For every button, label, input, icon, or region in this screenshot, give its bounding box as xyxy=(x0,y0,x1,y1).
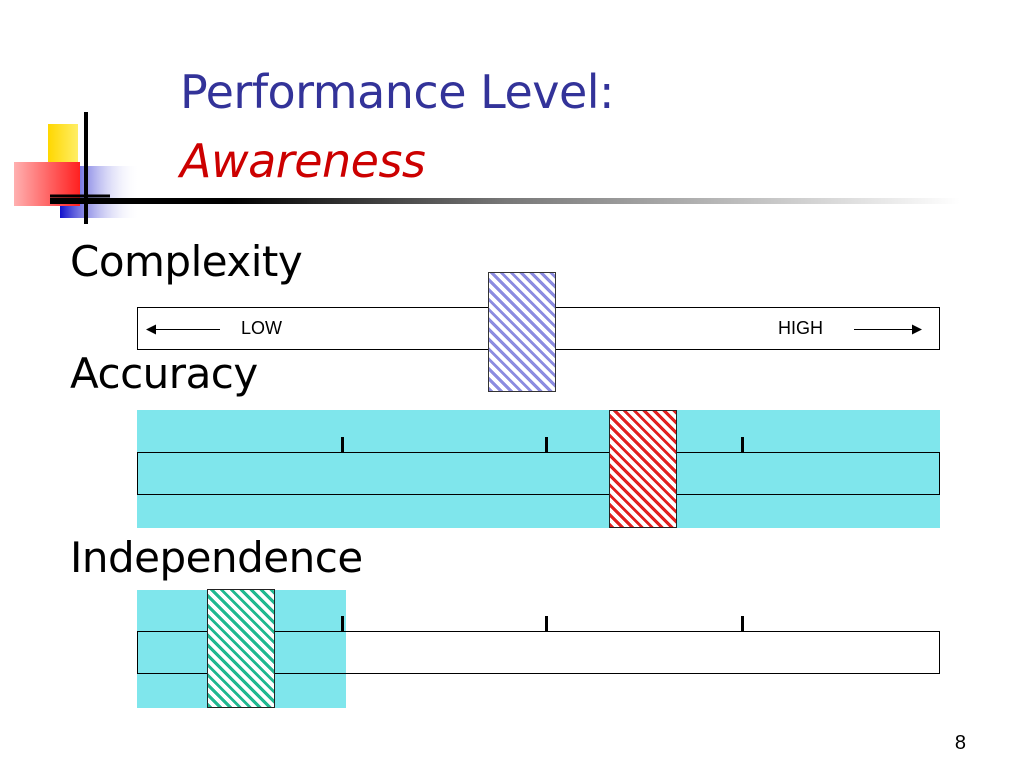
independence-scale-bar xyxy=(137,631,940,674)
independence-tick xyxy=(341,616,344,632)
independence-tick xyxy=(545,616,548,632)
accuracy-level-band xyxy=(137,410,940,528)
accuracy-tick xyxy=(741,437,744,453)
right-arrow-icon xyxy=(854,324,922,335)
complexity-level-marker xyxy=(488,272,557,392)
complexity-label: Complexity xyxy=(70,237,303,286)
accuracy-tick xyxy=(545,437,548,453)
low-label: LOW xyxy=(241,318,283,338)
title-divider xyxy=(50,198,960,204)
accuracy-level-marker xyxy=(608,410,677,528)
page-subtitle: Awareness xyxy=(180,134,426,188)
page-title: Performance Level: xyxy=(180,65,615,119)
logo-squares-icon xyxy=(14,112,140,224)
left-arrow-icon xyxy=(146,324,220,335)
accuracy-label: Accuracy xyxy=(70,349,258,398)
independence-level-marker xyxy=(207,589,276,708)
independence-tick xyxy=(741,616,744,632)
accuracy-scale-bar xyxy=(137,452,940,495)
page-number: 8 xyxy=(954,732,966,754)
independence-label: Independence xyxy=(70,533,363,582)
accuracy-tick xyxy=(341,437,344,453)
high-label: HIGH xyxy=(778,318,823,338)
